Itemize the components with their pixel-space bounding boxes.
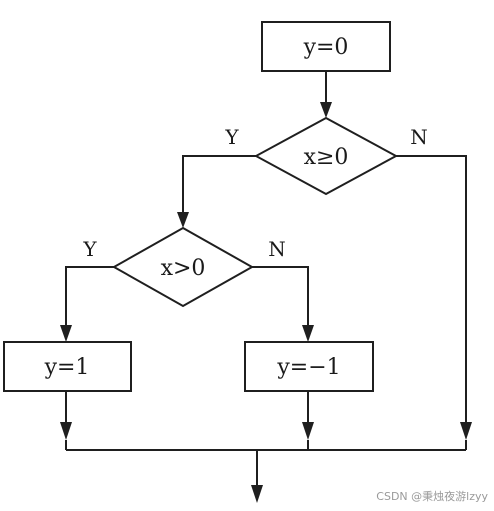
assign-pos-node: y=1 xyxy=(3,341,132,392)
edge-inner-no xyxy=(252,266,309,328)
arrowhead-inner-no xyxy=(302,325,314,342)
outer-decision-label: x≥0 xyxy=(304,145,349,170)
watermark-text: CSDN @秉烛夜游lzyy xyxy=(376,489,488,503)
edge-outer-yes xyxy=(182,155,256,215)
inner-decision-node: x>0 xyxy=(111,226,255,308)
edge-inner-yes xyxy=(65,266,114,328)
assign-pos-box xyxy=(3,341,132,392)
assign-neg-box xyxy=(244,341,374,392)
outer-no-label: N xyxy=(410,125,428,149)
inner-yes-label: Y xyxy=(82,237,97,261)
assign-neg-label: y=−1 xyxy=(276,355,340,380)
inner-decision-diamond xyxy=(111,226,255,308)
inner-no-label: N xyxy=(268,237,286,261)
arrowhead-outer-yes xyxy=(177,212,189,228)
outer-decision-node: x≥0 xyxy=(253,116,399,196)
init-node: y=0 xyxy=(261,21,391,72)
inner-decision-label: x>0 xyxy=(161,256,206,281)
arrowhead-outer-no xyxy=(460,422,472,440)
arrowhead-exit xyxy=(251,485,263,503)
outer-decision-diamond xyxy=(253,116,399,196)
arrowhead-pos-to-merge xyxy=(60,422,72,440)
init-box xyxy=(261,21,391,72)
init-label: y=0 xyxy=(303,35,349,60)
assign-pos-label: y=1 xyxy=(44,355,90,380)
arrowhead-neg-to-merge xyxy=(302,422,314,440)
arrowhead-inner-yes xyxy=(60,325,72,342)
assign-neg-node: y=−1 xyxy=(244,341,374,392)
edge-outer-no xyxy=(396,155,467,425)
arrowhead-init-to-outer xyxy=(320,102,332,118)
outer-yes-label: Y xyxy=(224,125,239,149)
